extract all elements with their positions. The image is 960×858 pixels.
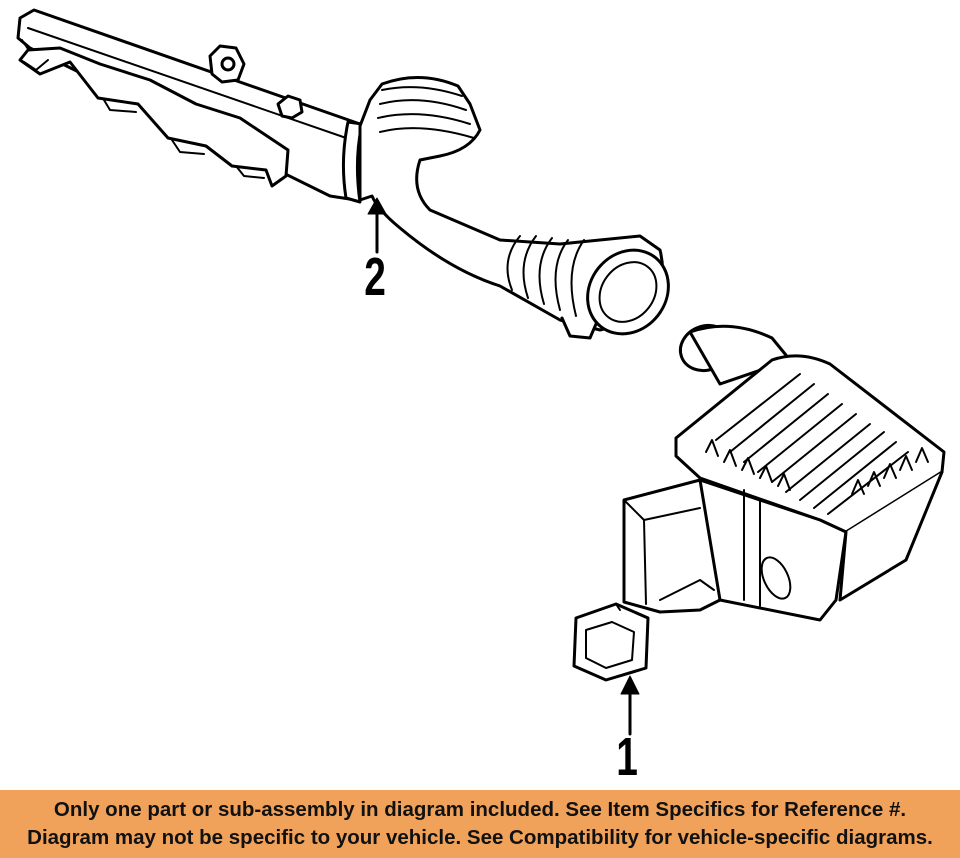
disclaimer-banner: Only one part or sub-assembly in diagram… xyxy=(0,790,960,858)
parts-diagram xyxy=(16,8,946,736)
callout-1-arrow xyxy=(620,675,640,736)
disclaimer-line-2: Diagram may not be specific to your vehi… xyxy=(27,826,933,849)
callout-number-1: 1 xyxy=(616,727,638,787)
callout-number-2: 2 xyxy=(364,247,386,307)
disclaimer-line-1: Only one part or sub-assembly in diagram… xyxy=(53,798,907,821)
part-2-intake-duct xyxy=(16,8,670,340)
callout-2-arrow xyxy=(367,197,387,254)
part-1-air-cleaner-housing xyxy=(572,323,946,682)
